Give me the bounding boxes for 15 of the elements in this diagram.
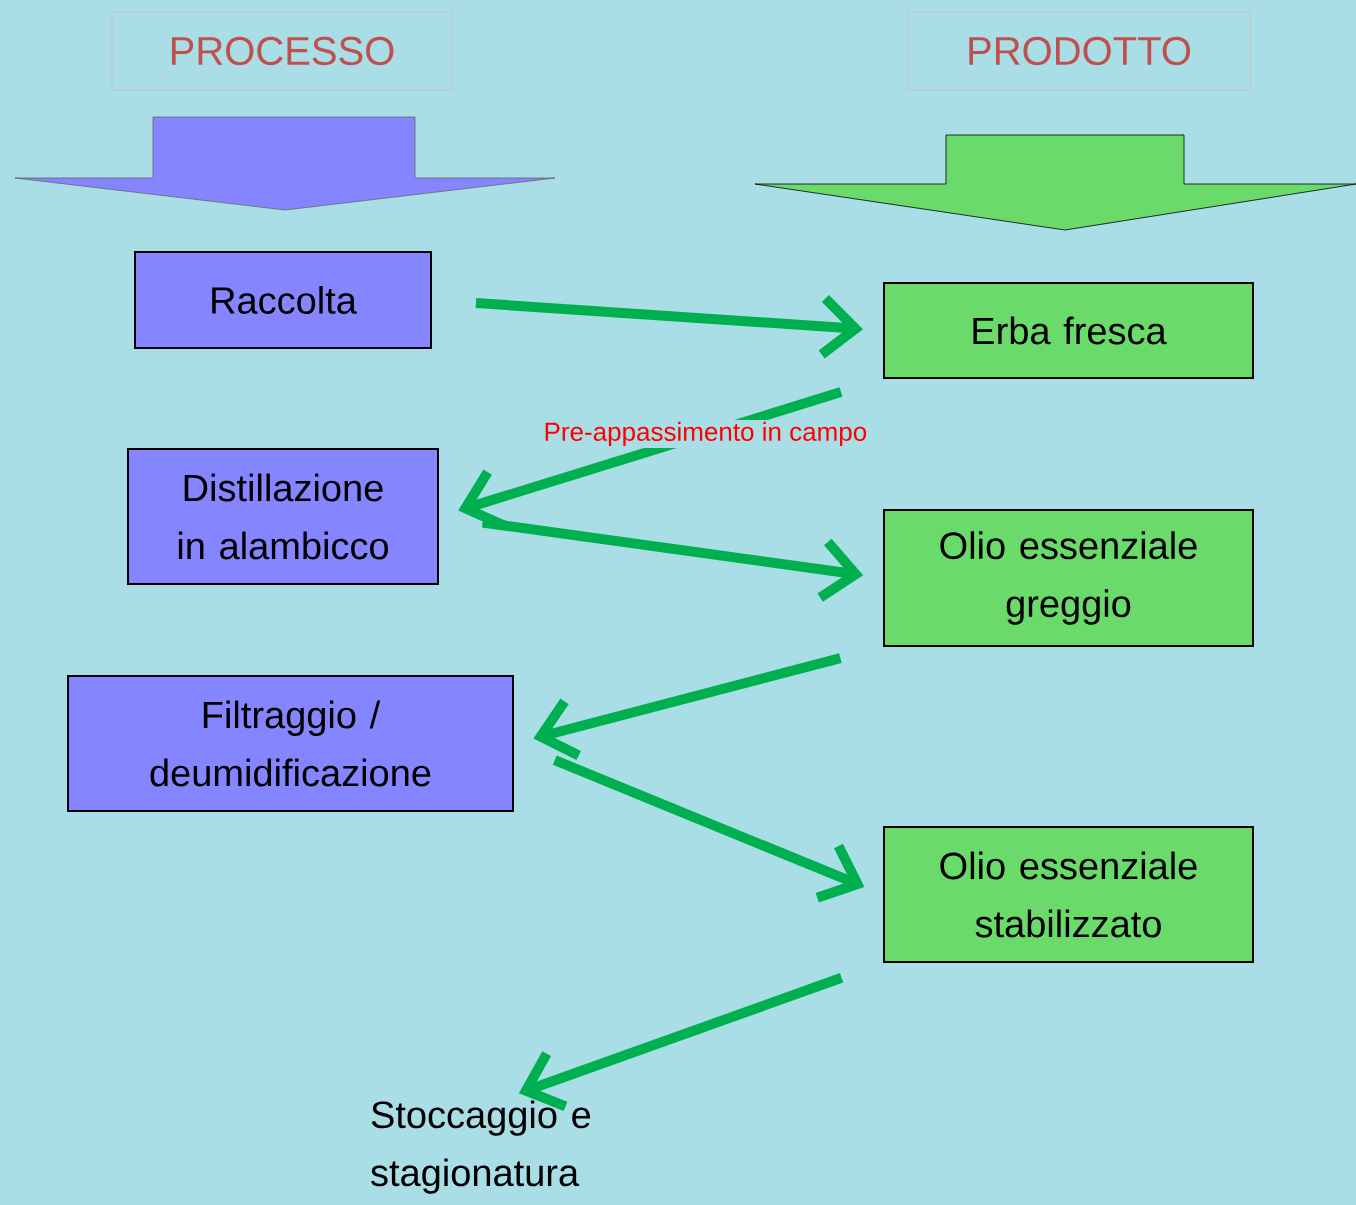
arrow — [533, 653, 842, 760]
product-box: Erba fresca — [883, 282, 1254, 379]
arrow — [518, 973, 844, 1111]
edge-label: Pre-appassimento in campo — [541, 419, 870, 449]
header-box: PROCESSO — [111, 11, 453, 91]
arrow — [481, 517, 864, 602]
process-box: Filtraggio / deumidificazione — [67, 675, 514, 812]
arrow — [475, 295, 864, 359]
header-box: PRODOTTO — [907, 11, 1251, 91]
step-text: Stoccaggio e stagionatura — [371, 1100, 591, 1194]
product-box: Olio essenziale stabilizzato — [883, 826, 1254, 963]
arrow — [552, 755, 865, 903]
process-box: Distillazione in alambicco — [127, 448, 439, 585]
process-box: Raccolta — [134, 251, 432, 349]
product-box: Olio essenziale greggio — [883, 509, 1254, 647]
